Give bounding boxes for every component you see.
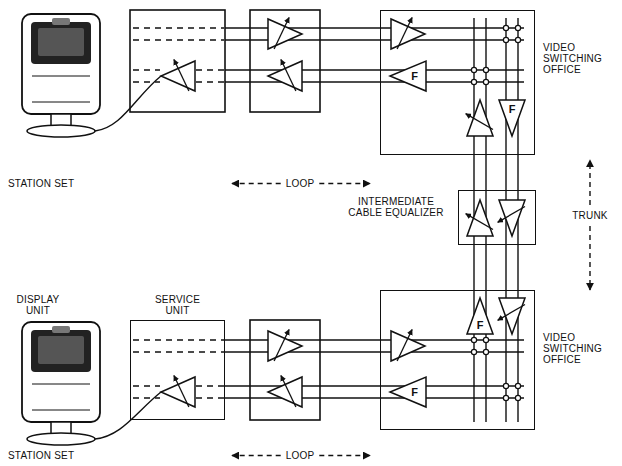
- amplifier-outline: [390, 61, 426, 91]
- box-heading: INTERMEDIATE CABLE EQUALIZER: [340, 196, 452, 218]
- span-arrow: [232, 183, 281, 184]
- wires: [95, 18, 524, 439]
- crosspoint: [503, 37, 508, 42]
- crosspoint: [471, 79, 476, 84]
- crosspoint: [515, 383, 520, 388]
- box-label: VIDEO SWITCHING OFFICE: [543, 42, 617, 75]
- equipment-box: VIDEO SWITCHING OFFICEFF: [380, 10, 535, 155]
- span-label: LOOP: [286, 450, 315, 461]
- equipment-box: INTERMEDIATE CABLE EQUALIZER: [458, 190, 536, 245]
- wire: [196, 69, 224, 70]
- amplifier-symbol: [466, 200, 493, 236]
- dimension-arrows: [232, 160, 590, 456]
- amplifier-label: F: [411, 70, 418, 82]
- amplifier-symbol: [161, 60, 195, 92]
- crosspoint: [483, 79, 488, 84]
- wire: [225, 385, 524, 386]
- equipment-box: SERVICE UNIT: [130, 320, 225, 420]
- fixed-amplifier: F: [390, 61, 426, 91]
- span-label: LOOP: [286, 178, 315, 189]
- box-label: VIDEO SWITCHING OFFICE: [543, 332, 617, 365]
- crosspoint: [503, 25, 508, 30]
- amplifier-symbol: [466, 100, 493, 136]
- amplifier-box: [250, 320, 320, 420]
- span-arrow: [319, 183, 370, 184]
- wire: [133, 69, 160, 70]
- amplifier-symbol: [268, 376, 302, 408]
- wire: [133, 27, 224, 28]
- crosspoint: [471, 337, 476, 342]
- crosspoint: [483, 337, 488, 342]
- symbols: [22, 14, 525, 445]
- amplifier-symbol: [498, 298, 525, 334]
- crosspoint: [483, 349, 488, 354]
- amplifier-label: F: [411, 386, 418, 398]
- fixed-amplifier: F: [467, 298, 493, 334]
- amplifier-symbol: [268, 60, 302, 92]
- amplifier-outline: [390, 377, 426, 407]
- fixed-amplifier: F: [499, 100, 525, 136]
- wire: [133, 81, 160, 82]
- trunk-cable: [473, 245, 474, 290]
- wire: [133, 385, 160, 386]
- part-label: DISPLAY UNIT: [8, 294, 68, 316]
- amplifier-label: F: [477, 319, 484, 331]
- amplifier-box: [130, 10, 225, 112]
- amplifier-symbol: [391, 18, 425, 50]
- amplifier-label: F: [509, 103, 516, 115]
- trunk-cable: [473, 155, 474, 190]
- wire: [225, 69, 524, 70]
- station-cable: [95, 76, 161, 131]
- wire: [133, 39, 224, 40]
- span-label: TRUNK: [572, 210, 607, 221]
- wire: [225, 81, 524, 82]
- wire: [133, 397, 160, 398]
- crosspoint: [471, 67, 476, 72]
- part-label: STATION SET: [8, 450, 74, 461]
- box-label: INTERMEDIATE CABLE EQUALIZER: [340, 196, 452, 218]
- crosspoint: [515, 395, 520, 400]
- span-arrow: [232, 455, 281, 456]
- amplifier-symbol: [161, 376, 195, 408]
- display-unit: [22, 322, 100, 445]
- crosspoint: [503, 383, 508, 388]
- wire: [133, 351, 224, 352]
- amplifier-symbol: [268, 330, 302, 362]
- crosspoint: [483, 67, 488, 72]
- amplifier-symbol: [498, 200, 525, 236]
- wire: [196, 81, 224, 82]
- display-unit: [22, 14, 100, 137]
- crosspoint: [515, 37, 520, 42]
- box-label: SERVICE UNIT: [147, 294, 209, 316]
- wire: [225, 397, 524, 398]
- crosspoint: [515, 25, 520, 30]
- wire: [196, 385, 224, 386]
- crosspoint: [471, 349, 476, 354]
- fixed-amplifier: F: [390, 377, 426, 407]
- amplifier-symbol: [268, 18, 302, 50]
- box-heading: SERVICE UNIT: [130, 294, 225, 316]
- wire: [196, 397, 224, 398]
- part-label: STATION SET: [8, 178, 74, 189]
- span-arrow: [319, 455, 370, 456]
- amplifier-symbol: [391, 330, 425, 362]
- wire: [473, 290, 474, 422]
- wire: [133, 339, 224, 340]
- span-arrow: [589, 160, 590, 205]
- station-cable: [95, 392, 161, 439]
- amplifier-box: [250, 10, 320, 112]
- box-heading: VIDEO SWITCHING OFFICE: [543, 332, 617, 365]
- crosspoint: [503, 395, 508, 400]
- boxes: [130, 10, 320, 420]
- equipment-box: VIDEO SWITCHING OFFICEFF: [380, 290, 535, 430]
- box-heading: VIDEO SWITCHING OFFICE: [543, 42, 617, 75]
- span-arrow: [589, 226, 590, 290]
